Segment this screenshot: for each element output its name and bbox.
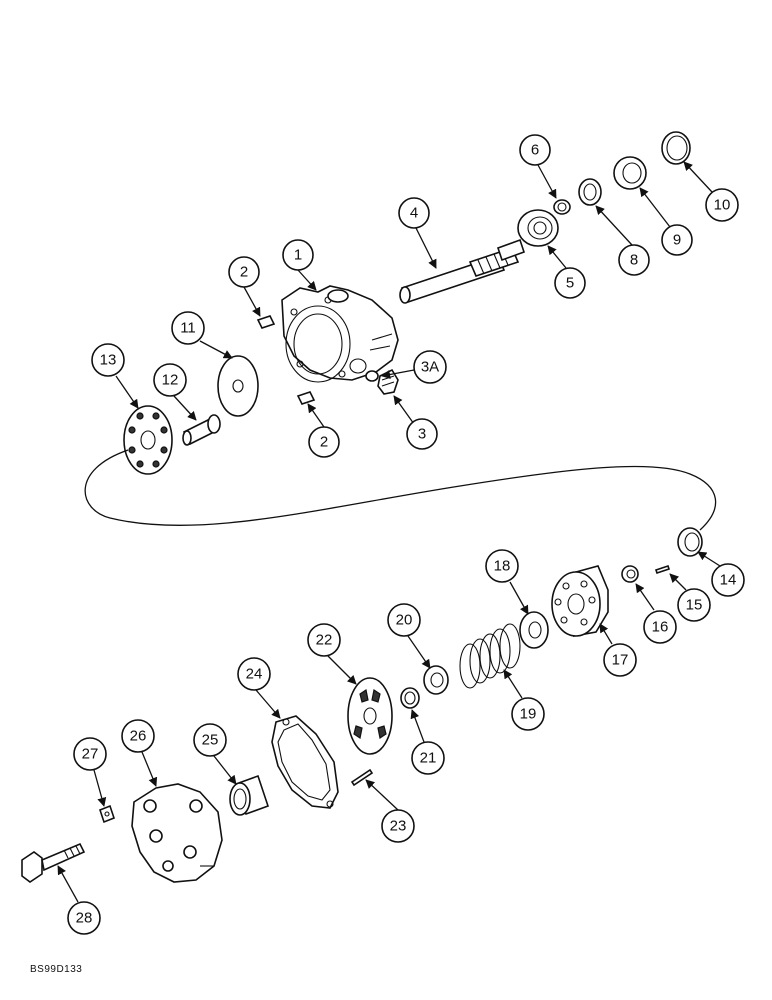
callout-16: 16 — [643, 610, 677, 644]
callout-21: 21 — [411, 741, 445, 775]
callout-label: 14 — [720, 572, 737, 589]
bolt — [21, 842, 86, 883]
port-plate — [123, 405, 173, 475]
callout-label: 16 — [652, 619, 669, 636]
callout-3: 3 — [406, 418, 438, 450]
callout-label: 3A — [421, 359, 439, 376]
callout-label: 27 — [82, 746, 99, 763]
callout-label: 5 — [566, 275, 574, 292]
callout-12: 12 — [153, 363, 187, 397]
callout-label: 2 — [240, 264, 248, 281]
drive-shaft — [399, 238, 526, 304]
callout-6: 6 — [519, 134, 551, 166]
callout-label: 28 — [76, 910, 93, 927]
o-ring-3a — [365, 370, 379, 382]
key — [654, 564, 671, 575]
callout-label: 17 — [612, 652, 629, 669]
callout-label: 8 — [630, 252, 638, 269]
callout-26: 26 — [121, 719, 155, 753]
callout-4: 4 — [398, 197, 430, 229]
callout-9: 9 — [661, 224, 693, 256]
callout-label: 21 — [420, 750, 437, 767]
cylinder-barrel — [551, 565, 609, 637]
small-plate — [99, 804, 115, 824]
callout-13: 13 — [91, 343, 125, 377]
dowel-pin-upper — [256, 315, 276, 329]
retaining-ring-21 — [400, 687, 420, 709]
callout-label: 23 — [390, 818, 407, 835]
callout-2-upper: 2 — [228, 256, 260, 288]
callout-24: 24 — [237, 657, 271, 691]
callout-15: 15 — [677, 588, 711, 622]
shaft-seal — [613, 156, 647, 190]
callout-25: 25 — [193, 723, 227, 757]
callout-label: 15 — [686, 597, 703, 614]
pump-housing — [281, 285, 399, 383]
callout-label: 18 — [494, 558, 511, 575]
swash-plate — [347, 677, 393, 755]
callout-label: 26 — [130, 728, 147, 745]
callout-18: 18 — [485, 549, 519, 583]
callout-2-lower: 2 — [308, 426, 340, 458]
callout-label: 1 — [294, 247, 302, 264]
callout-label: 2 — [320, 434, 328, 451]
dowel-pin-lower — [296, 391, 316, 405]
thrust-washer — [217, 355, 259, 417]
callout-label: 20 — [396, 612, 413, 629]
callout-label: 3 — [418, 426, 426, 443]
shaft-pin — [182, 414, 221, 446]
callout-20: 20 — [387, 603, 421, 637]
callout-label: 22 — [316, 632, 333, 649]
collar — [621, 565, 639, 583]
callout-label: 11 — [180, 320, 196, 337]
document-code: BS99D133 — [30, 964, 83, 975]
end-cover — [131, 783, 223, 883]
reference-curve — [84, 449, 717, 531]
callout-14: 14 — [711, 563, 745, 597]
washer-18 — [519, 611, 549, 649]
callout-label: 12 — [162, 372, 179, 389]
callout-28: 28 — [67, 901, 101, 935]
retaining-ring — [661, 131, 691, 165]
callout-19: 19 — [511, 697, 545, 731]
callout-label: 6 — [531, 142, 539, 159]
callout-label: 25 — [202, 732, 219, 749]
callout-label: 9 — [673, 232, 681, 249]
washer-20 — [423, 665, 449, 695]
spacer-ring — [578, 178, 602, 206]
pin-23 — [350, 768, 374, 787]
callout-8: 8 — [618, 244, 650, 276]
callout-label: 10 — [714, 197, 731, 214]
callout-17: 17 — [603, 643, 637, 677]
gasket — [271, 715, 339, 809]
callout-10: 10 — [705, 188, 739, 222]
callout-label: 13 — [100, 352, 117, 369]
callout-label: 24 — [246, 666, 263, 683]
callout-1: 1 — [282, 239, 314, 271]
callout-5: 5 — [554, 267, 586, 299]
compression-spring — [459, 623, 521, 689]
bushing — [677, 527, 703, 557]
callout-11: 11 — [171, 311, 205, 345]
leader-lines — [57, 161, 721, 903]
callout-label: 4 — [410, 205, 418, 222]
snap-ring — [553, 199, 571, 215]
callout-27: 27 — [73, 737, 107, 771]
needle-bearing — [229, 774, 270, 816]
callout-22: 22 — [307, 623, 341, 657]
callout-23: 23 — [381, 809, 415, 843]
callout-3a: 3A — [413, 350, 447, 384]
callout-label: 19 — [520, 706, 537, 723]
ball-bearing — [517, 209, 559, 247]
